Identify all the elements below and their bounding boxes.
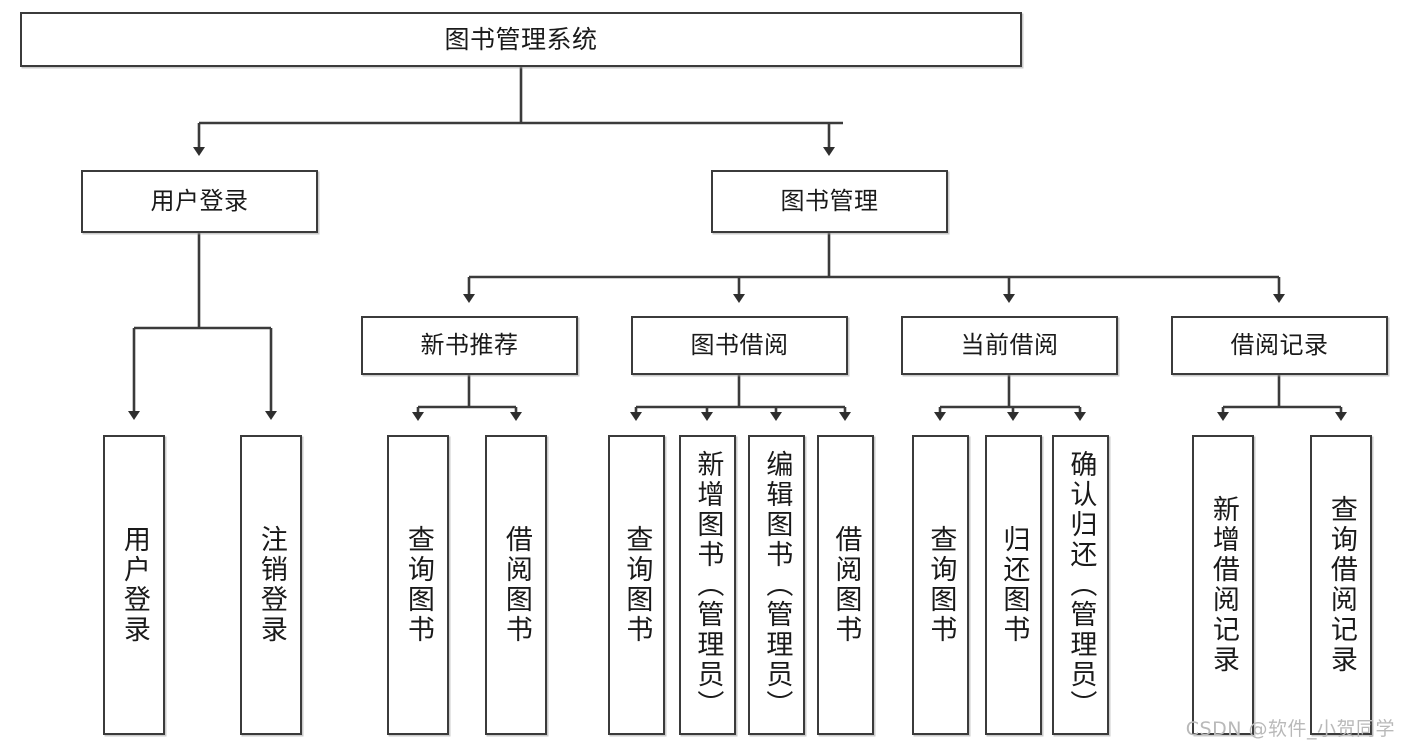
leaf-confirm-return-label: 确认归还（管理员） — [1065, 450, 1097, 720]
leaf-borrow-book-rec[interactable]: 借阅图书 — [485, 435, 547, 735]
watermark: CSDN @软件_小贺同学 — [1185, 718, 1395, 740]
leaf-query-book-cur[interactable]: 查询图书 — [912, 435, 969, 735]
node-borrow-record[interactable]: 借阅记录 — [1171, 316, 1388, 375]
leaf-user-login-label: 用户登录 — [118, 525, 150, 645]
leaf-user-login[interactable]: 用户登录 — [103, 435, 165, 735]
leaf-borrow-book[interactable]: 借阅图书 — [817, 435, 874, 735]
leaf-add-book-label: 新增图书（管理员） — [692, 450, 724, 720]
leaf-query-book-rec[interactable]: 查询图书 — [387, 435, 449, 735]
leaf-return-book-label: 归还图书 — [998, 525, 1030, 645]
leaf-add-record-label: 新增借阅记录 — [1207, 495, 1239, 675]
node-root[interactable]: 图书管理系统 — [20, 12, 1022, 67]
leaf-return-book[interactable]: 归还图书 — [985, 435, 1042, 735]
node-book-manage[interactable]: 图书管理 — [711, 170, 948, 233]
leaf-borrow-book-rec-label: 借阅图书 — [500, 525, 532, 645]
leaf-query-record-label: 查询借阅记录 — [1325, 495, 1357, 675]
node-book-manage-label: 图书管理 — [780, 187, 879, 216]
leaf-borrow-book-label: 借阅图书 — [830, 525, 862, 645]
node-user-login-label: 用户登录 — [150, 187, 249, 216]
leaf-query-book-cur-label: 查询图书 — [925, 525, 957, 645]
leaf-add-record[interactable]: 新增借阅记录 — [1192, 435, 1254, 735]
leaf-query-book-borrow-label: 查询图书 — [621, 525, 653, 645]
node-current-borrow-label: 当前借阅 — [960, 331, 1059, 360]
leaf-user-logout[interactable]: 注销登录 — [240, 435, 302, 735]
leaf-query-record[interactable]: 查询借阅记录 — [1310, 435, 1372, 735]
leaf-user-logout-label: 注销登录 — [255, 525, 287, 645]
leaf-edit-book[interactable]: 编辑图书（管理员） — [748, 435, 805, 735]
node-current-borrow[interactable]: 当前借阅 — [901, 316, 1118, 375]
leaf-query-book-borrow[interactable]: 查询图书 — [608, 435, 665, 735]
node-new-book-rec[interactable]: 新书推荐 — [361, 316, 578, 375]
node-user-login[interactable]: 用户登录 — [81, 170, 318, 233]
leaf-add-book[interactable]: 新增图书（管理员） — [679, 435, 736, 735]
leaf-confirm-return[interactable]: 确认归还（管理员） — [1052, 435, 1109, 735]
node-borrow-record-label: 借阅记录 — [1230, 331, 1329, 360]
node-root-label: 图书管理系统 — [444, 24, 598, 54]
node-book-borrow[interactable]: 图书借阅 — [631, 316, 848, 375]
leaf-query-book-rec-label: 查询图书 — [402, 525, 434, 645]
node-book-borrow-label: 图书借阅 — [690, 331, 789, 360]
node-new-book-rec-label: 新书推荐 — [420, 331, 519, 360]
leaf-edit-book-label: 编辑图书（管理员） — [761, 450, 793, 720]
